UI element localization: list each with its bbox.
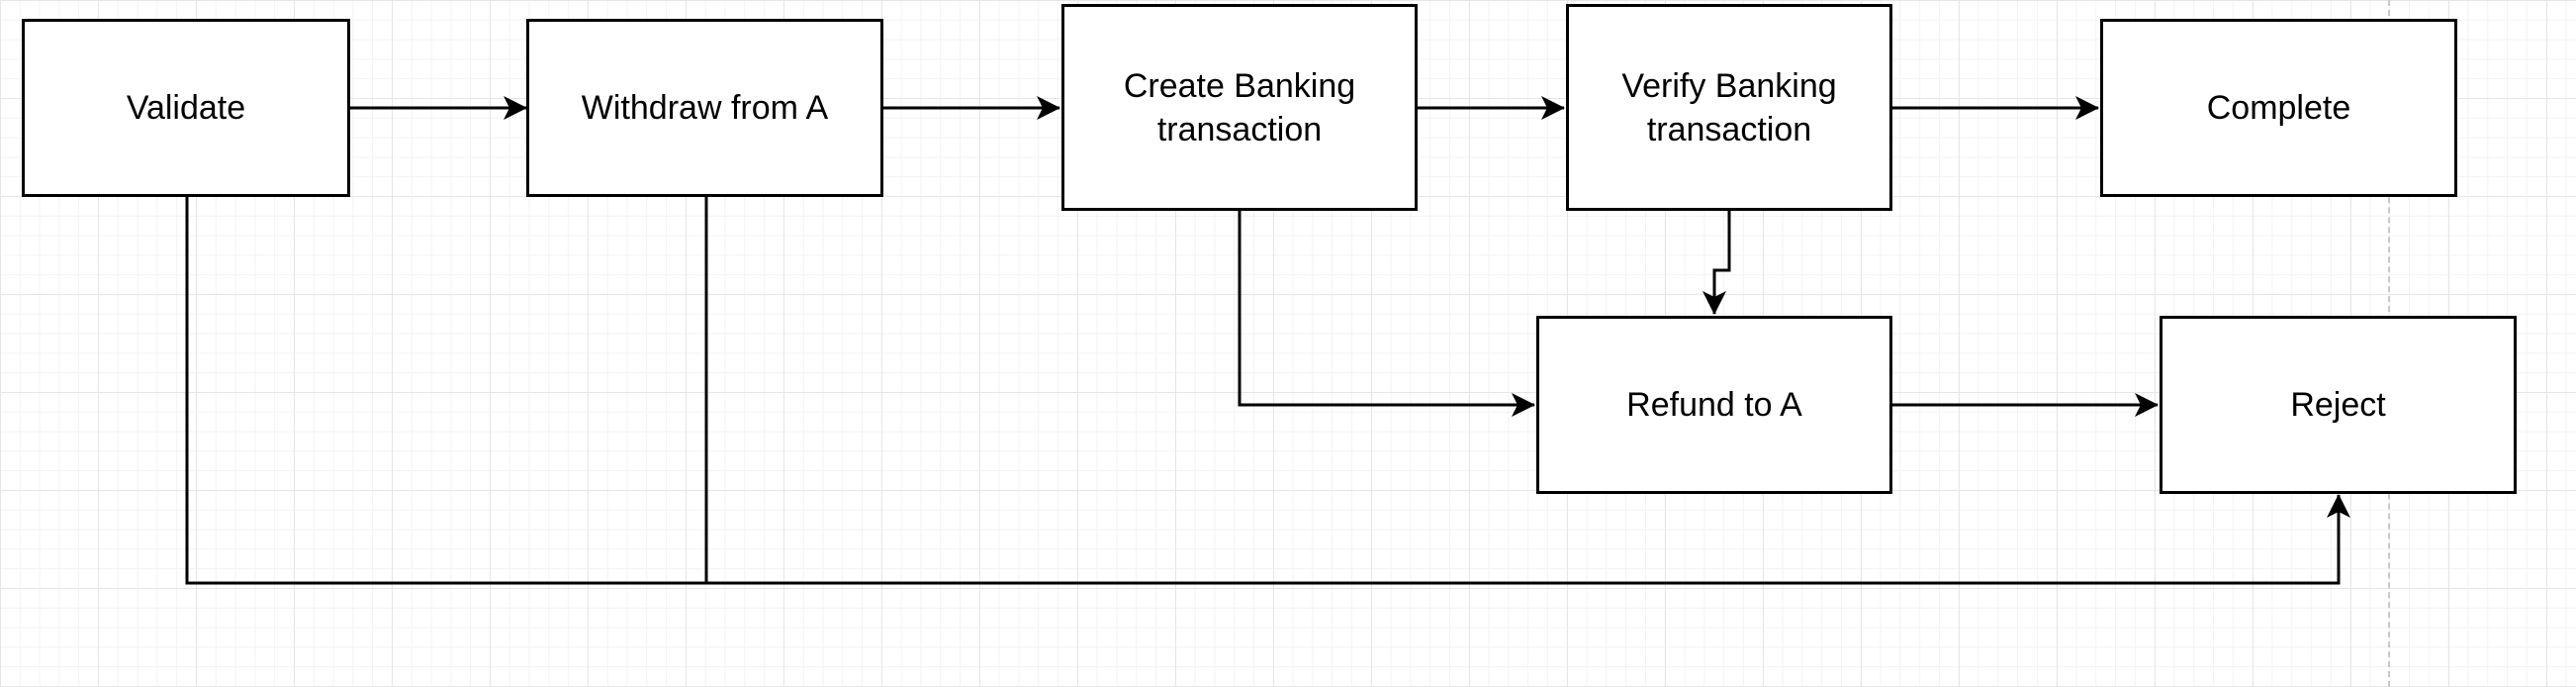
node-validate[interactable]: Validate: [22, 19, 350, 197]
node-label: Withdraw from A: [581, 89, 829, 127]
node-label: Validate: [126, 89, 246, 127]
node-withdraw-from-a[interactable]: Withdraw from A: [526, 19, 883, 197]
node-create-banking-transaction[interactable]: Create Banking transaction: [1061, 4, 1418, 211]
node-label: Complete: [2206, 89, 2351, 127]
node-verify-banking-transaction[interactable]: Verify Banking transaction: [1566, 4, 1892, 211]
node-label: Refund to A: [1626, 386, 1802, 424]
node-refund-to-a[interactable]: Refund to A: [1536, 316, 1892, 494]
node-label: Create Banking transaction: [1123, 66, 1356, 148]
edge-verify-to-refund[interactable]: [1702, 211, 1731, 315]
node-label: Reject: [2290, 386, 2386, 424]
node-complete[interactable]: Complete: [2100, 19, 2457, 197]
node-reject[interactable]: Reject: [2160, 316, 2517, 494]
edge-validate-to-reject[interactable]: [185, 197, 2350, 585]
edge-create-to-refund[interactable]: [1238, 211, 1535, 417]
node-label: Verify Banking transaction: [1621, 66, 1837, 148]
